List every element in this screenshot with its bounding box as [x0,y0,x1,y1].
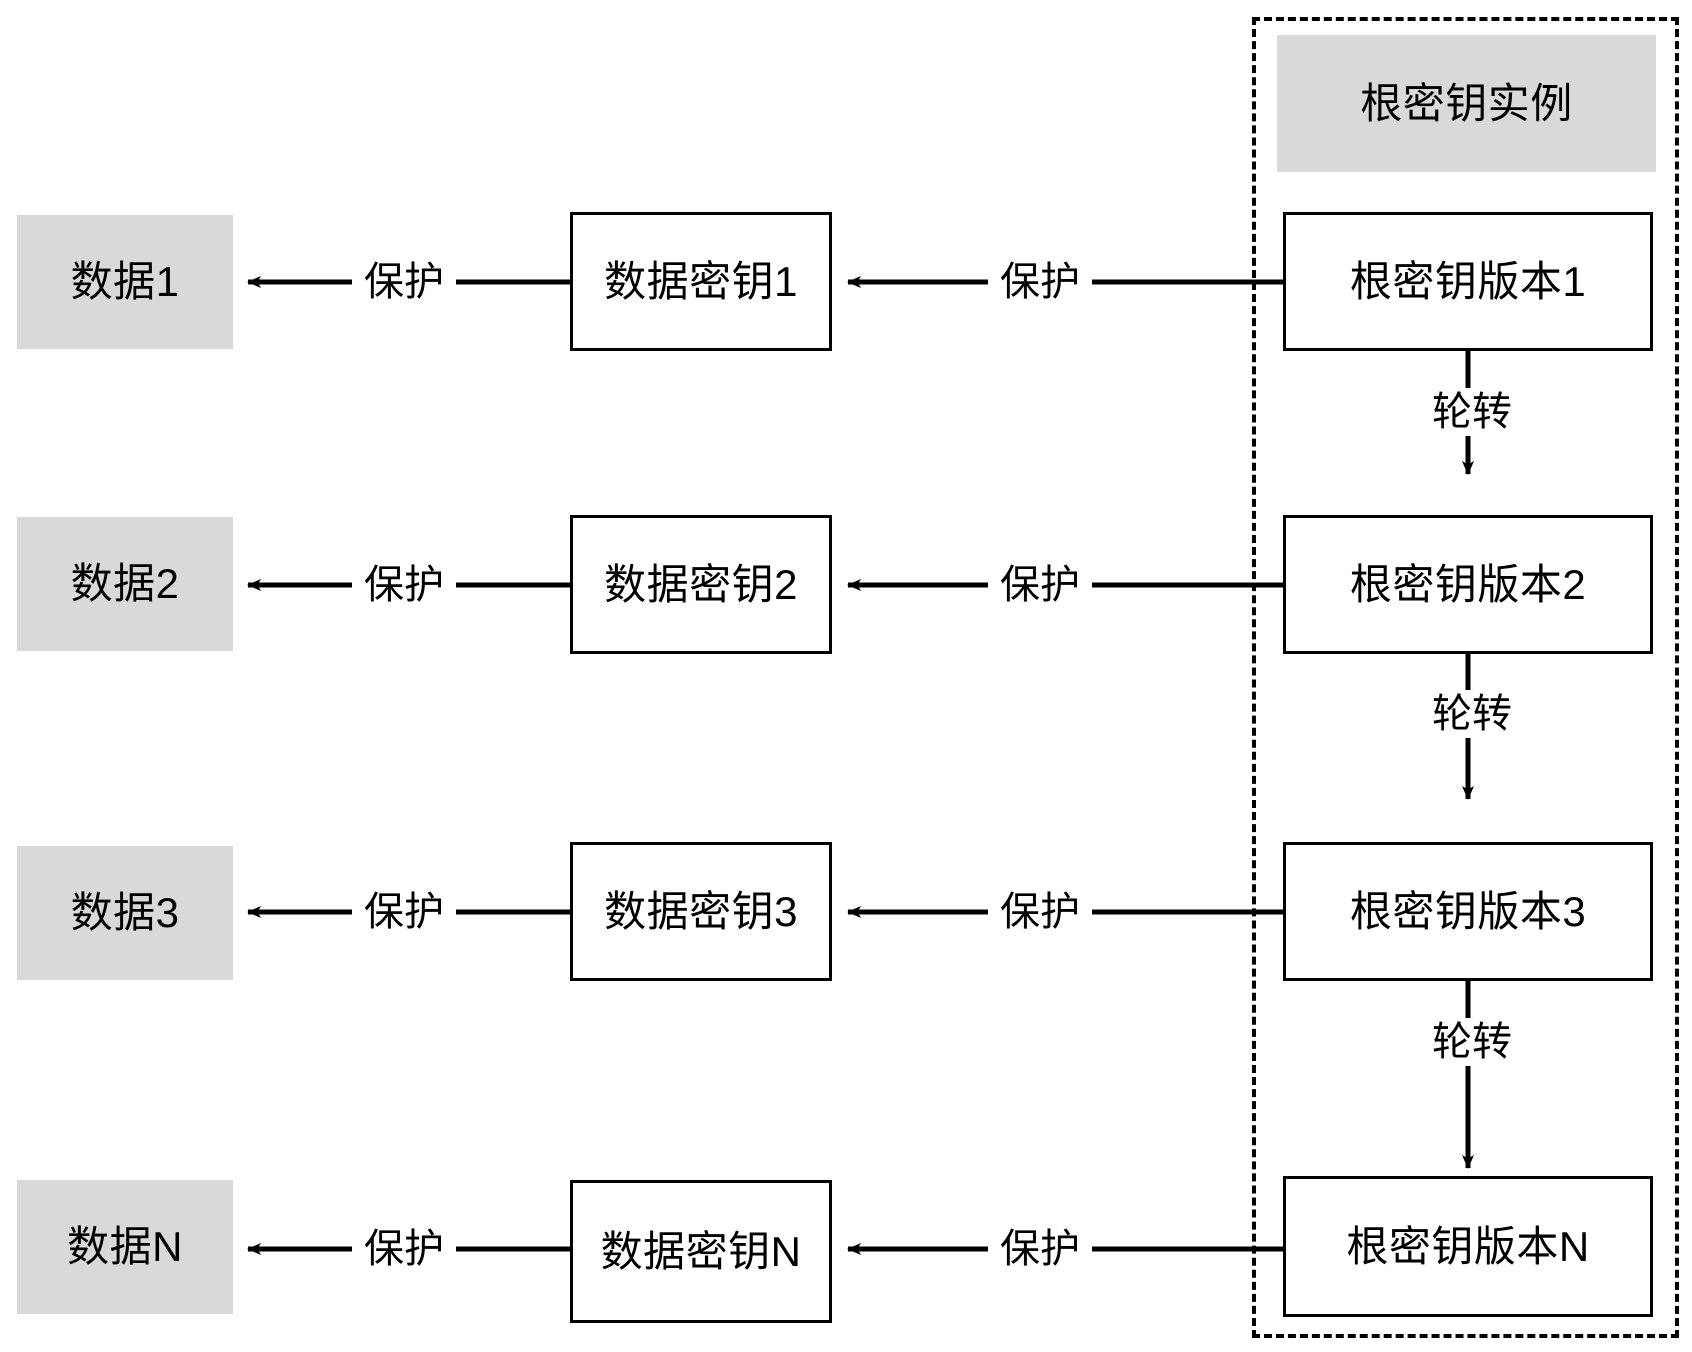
data-key-box-3[interactable]: 数据密钥3 [570,842,832,981]
rotate-label-3: 轮转 [1420,1018,1524,1066]
data-box-3-label: 数据3 [70,889,180,936]
protect-label-2-left-text: 保护 [364,563,444,607]
data-key-box-n[interactable]: 数据密钥N [570,1180,832,1323]
root-key-box-n-label: 根密钥版本N [1346,1222,1590,1270]
data-box-1-label: 数据1 [70,258,180,305]
data-box-2-label: 数据2 [70,560,180,607]
protect-label-2-left: 保护 [352,561,456,609]
protect-label-1-left-text: 保护 [364,260,444,304]
data-key-box-1-label: 数据密钥1 [604,257,798,305]
protect-label-3-left-text: 保护 [364,890,444,934]
protect-label-3-right-text: 保护 [1000,890,1080,934]
data-box-2[interactable]: 数据2 [17,517,233,651]
data-key-box-1[interactable]: 数据密钥1 [570,212,832,351]
root-key-instance-title-label: 根密钥实例 [1360,79,1573,127]
data-box-1[interactable]: 数据1 [17,215,233,349]
protect-label-1-left: 保护 [352,258,456,306]
root-key-box-3[interactable]: 根密钥版本3 [1283,842,1653,981]
protect-label-n-left-text: 保护 [364,1227,444,1271]
data-key-box-2-label: 数据密钥2 [604,560,798,608]
rotate-label-3-text: 轮转 [1432,1020,1512,1064]
protect-label-3-left: 保护 [352,888,456,936]
root-key-box-1-label: 根密钥版本1 [1349,257,1587,305]
protect-label-3-right: 保护 [988,888,1092,936]
data-box-3[interactable]: 数据3 [17,846,233,980]
protect-label-n-right: 保护 [988,1225,1092,1273]
data-box-n[interactable]: 数据N [17,1180,233,1314]
root-key-box-2[interactable]: 根密钥版本2 [1283,515,1653,654]
protect-label-2-right-text: 保护 [1000,563,1080,607]
data-key-box-3-label: 数据密钥3 [604,887,798,935]
rotate-label-2-text: 轮转 [1432,692,1512,736]
protect-label-1-right-text: 保护 [1000,260,1080,304]
data-key-box-2[interactable]: 数据密钥2 [570,515,832,654]
protect-label-n-right-text: 保护 [1000,1227,1080,1271]
root-key-box-2-label: 根密钥版本2 [1349,560,1587,608]
rotate-label-2: 轮转 [1420,690,1524,738]
root-key-box-1[interactable]: 根密钥版本1 [1283,212,1653,351]
protect-label-1-right: 保护 [988,258,1092,306]
root-key-instance-group [1252,17,1679,1338]
rotate-label-1-text: 轮转 [1432,390,1512,434]
data-box-n-label: 数据N [67,1223,183,1270]
root-key-box-3-label: 根密钥版本3 [1349,887,1587,935]
protect-label-2-right: 保护 [988,561,1092,609]
rotate-label-1: 轮转 [1420,388,1524,436]
root-key-instance-title: 根密钥实例 [1277,35,1656,172]
data-key-box-n-label: 数据密钥N [600,1227,802,1275]
root-key-box-n[interactable]: 根密钥版本N [1283,1176,1653,1317]
protect-label-n-left: 保护 [352,1225,456,1273]
